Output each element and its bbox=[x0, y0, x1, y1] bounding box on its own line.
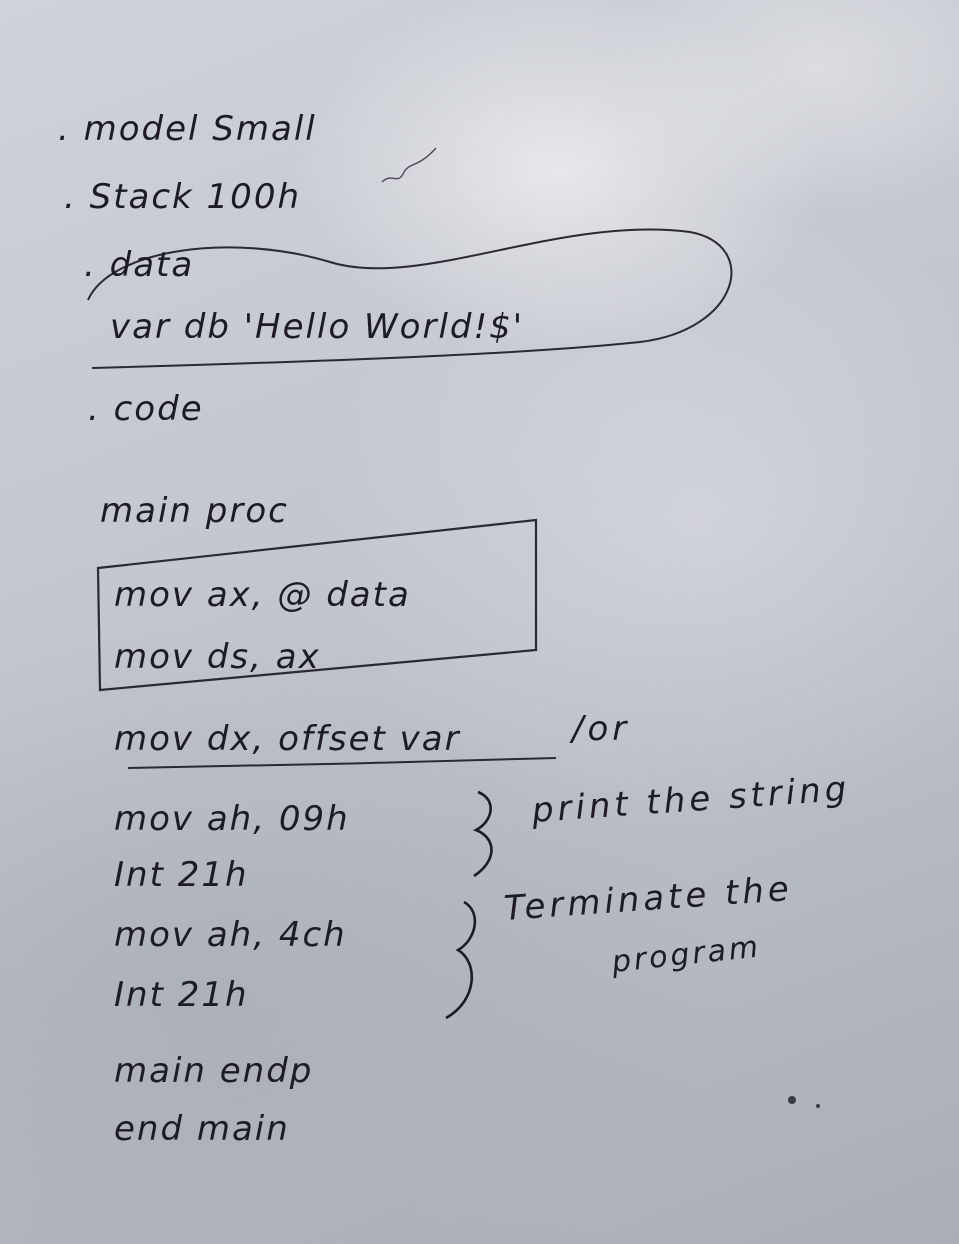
line-code: . code bbox=[88, 389, 204, 429]
line-mov-ah-4c: mov ah, 4ch bbox=[114, 915, 347, 955]
line-int-21-a: Int 21h bbox=[114, 855, 249, 895]
brace-terminate bbox=[445, 900, 477, 1020]
tick-mark bbox=[381, 147, 437, 183]
line-stack: . Stack 100h bbox=[64, 177, 301, 217]
underline-offset-line bbox=[127, 757, 557, 769]
line-main-endp: main endp bbox=[114, 1051, 314, 1091]
note-or: /or bbox=[572, 709, 631, 749]
brace-print bbox=[472, 790, 493, 878]
line-main-proc: main proc bbox=[100, 491, 289, 531]
line-mov-ah-09: mov ah, 09h bbox=[114, 799, 350, 839]
marker-dot bbox=[788, 1096, 796, 1104]
line-var: var db 'Hello World!$' bbox=[110, 307, 525, 347]
line-mov-ds: mov ds, ax bbox=[114, 637, 321, 677]
ellipse-around-data-line bbox=[87, 228, 733, 369]
line-mov-dx: mov dx, offset var bbox=[114, 719, 461, 759]
box-around-segment-setup bbox=[96, 518, 538, 692]
line-int-21-b: Int 21h bbox=[114, 975, 249, 1015]
line-end-main: end main bbox=[114, 1109, 290, 1149]
line-model: . model Small bbox=[58, 109, 317, 149]
line-data: . data bbox=[84, 245, 195, 285]
marker-dot-small bbox=[816, 1104, 820, 1108]
line-mov-ax: mov ax, @ data bbox=[114, 575, 411, 615]
